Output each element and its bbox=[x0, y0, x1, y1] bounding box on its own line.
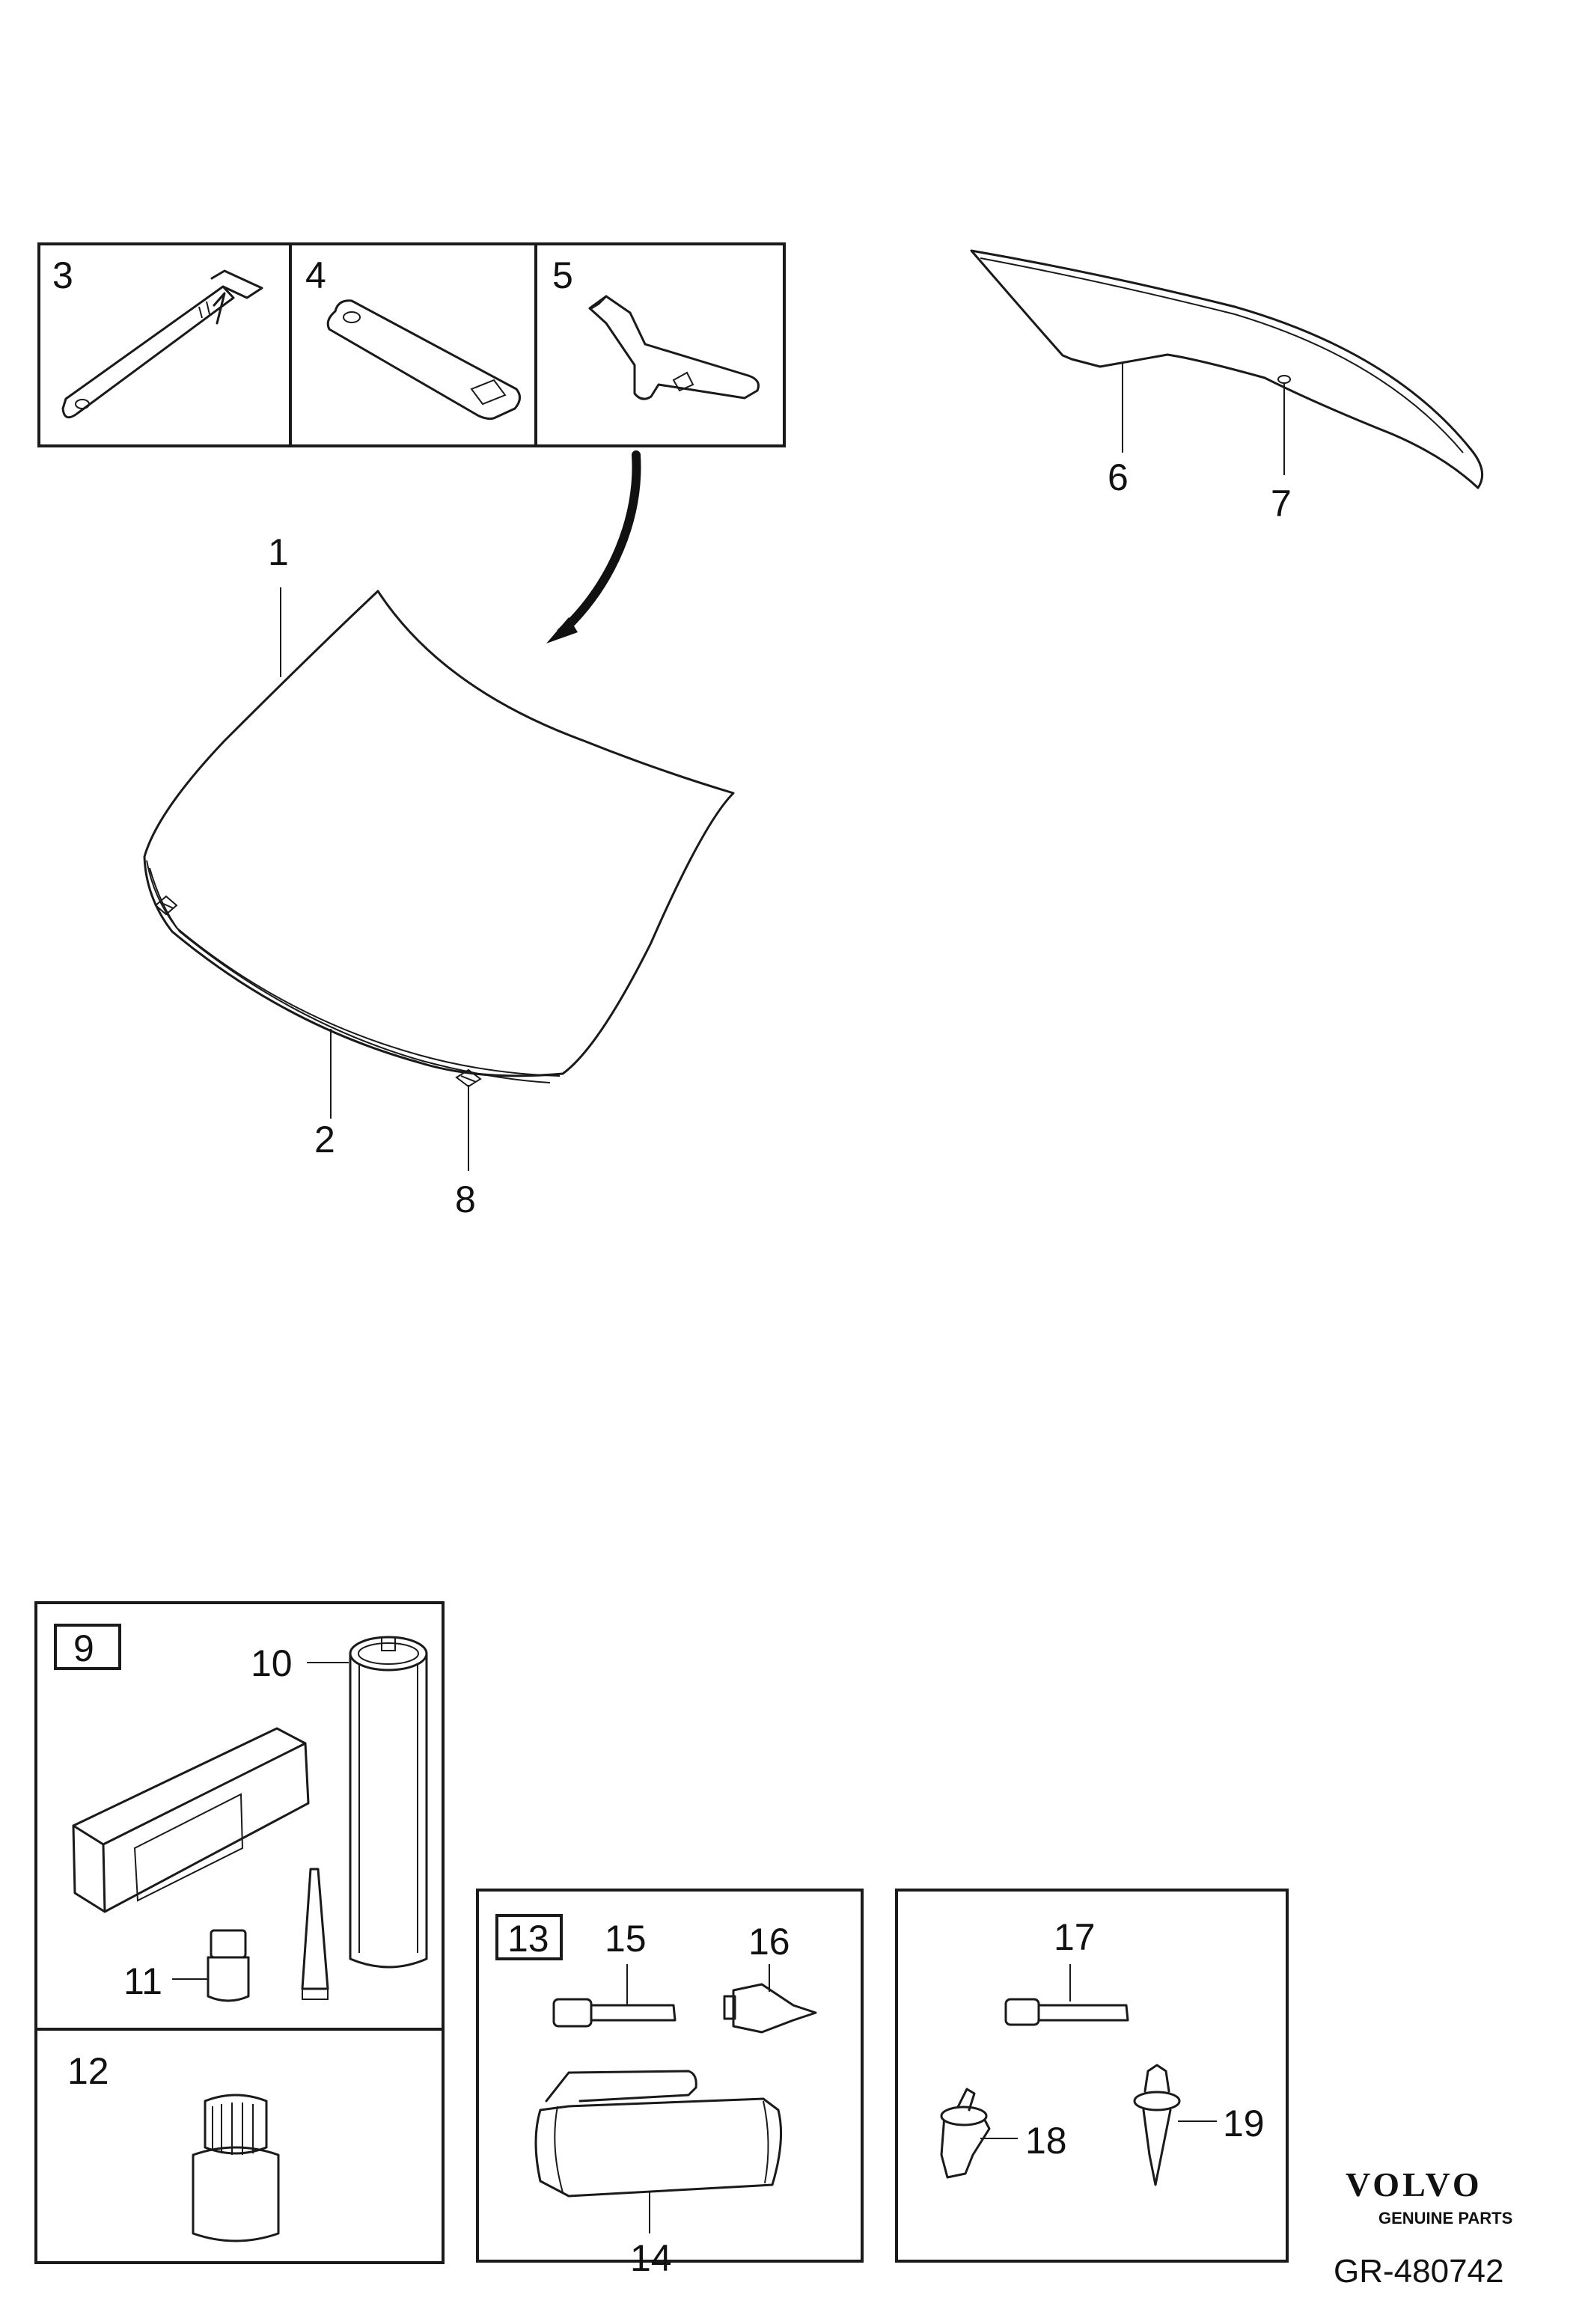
adhesive-kit: 9 10 11 bbox=[34, 1601, 445, 2031]
primer-bottle-small: 11 bbox=[123, 1929, 250, 2002]
tool-box-3 bbox=[37, 242, 292, 447]
callout-9: 9 bbox=[73, 1627, 94, 1669]
callout-16: 16 bbox=[748, 1921, 790, 1963]
diagram-reference: GR-480742 bbox=[1334, 2253, 1503, 2290]
callout-19: 19 bbox=[1223, 2103, 1265, 2144]
kit-number-box-9 bbox=[54, 1624, 121, 1670]
adhesive-cartridge: 10 bbox=[251, 1636, 428, 1969]
primer-bottle-large bbox=[192, 2094, 280, 2242]
primer-kit: 12 bbox=[34, 2028, 445, 2264]
callout-3: 3 bbox=[52, 254, 73, 296]
kit-box-13 bbox=[476, 1889, 864, 2263]
adhesive-packet bbox=[72, 1727, 310, 1913]
callout-8: 8 bbox=[455, 1178, 476, 1220]
nozzle bbox=[301, 1868, 329, 2000]
brand-logo-text: VOLVO bbox=[1346, 2165, 1482, 2204]
direction-arrow bbox=[546, 450, 641, 643]
kit-box-12 bbox=[34, 2028, 445, 2264]
tool-5-drawing bbox=[588, 295, 760, 400]
tool-4-drawing bbox=[326, 299, 521, 421]
kit-box-17 bbox=[895, 1889, 1289, 2263]
callout-4: 4 bbox=[305, 254, 326, 296]
callout-5: 5 bbox=[552, 254, 573, 296]
clip-18: 18 bbox=[940, 2088, 1067, 2179]
clip-16 bbox=[723, 1964, 817, 2034]
tool-3-drawing bbox=[61, 269, 263, 419]
callout-14: 14 bbox=[630, 2237, 672, 2279]
caulk-gun: 14 bbox=[534, 2070, 783, 2279]
windscreen: 1 2 8 bbox=[143, 531, 735, 1220]
callout-6: 6 bbox=[1108, 456, 1129, 498]
callout-7: 7 bbox=[1271, 483, 1292, 525]
tool-box-5 bbox=[534, 242, 786, 447]
callout-11: 11 bbox=[123, 1960, 162, 2002]
tool-kit: 13 15 16 14 bbox=[476, 1889, 864, 2279]
clips-box: 17 18 19 bbox=[895, 1889, 1289, 2263]
pin-15 bbox=[552, 1964, 677, 2028]
callout-1: 1 bbox=[268, 531, 289, 573]
moulding-strip: 6 7 bbox=[970, 249, 1484, 525]
clip-19: 19 bbox=[1133, 2064, 1265, 2186]
brand-block: VOLVO GENUINE PARTS GR-480742 bbox=[1334, 2165, 1512, 2290]
callout-18: 18 bbox=[1025, 2120, 1067, 2162]
kit-number-box-13 bbox=[495, 1914, 563, 1960]
callout-17: 17 bbox=[1054, 1916, 1096, 1958]
tool-boxes: 3 4 5 bbox=[37, 242, 786, 447]
pin-17 bbox=[1004, 1964, 1129, 2026]
callout-15: 15 bbox=[605, 1918, 647, 1960]
callout-10: 10 bbox=[251, 1642, 293, 1684]
brand-tagline: GENUINE PARTS bbox=[1378, 2209, 1512, 2227]
callout-12: 12 bbox=[67, 2050, 109, 2092]
callout-13: 13 bbox=[507, 1918, 549, 1960]
callout-2: 2 bbox=[314, 1119, 335, 1161]
